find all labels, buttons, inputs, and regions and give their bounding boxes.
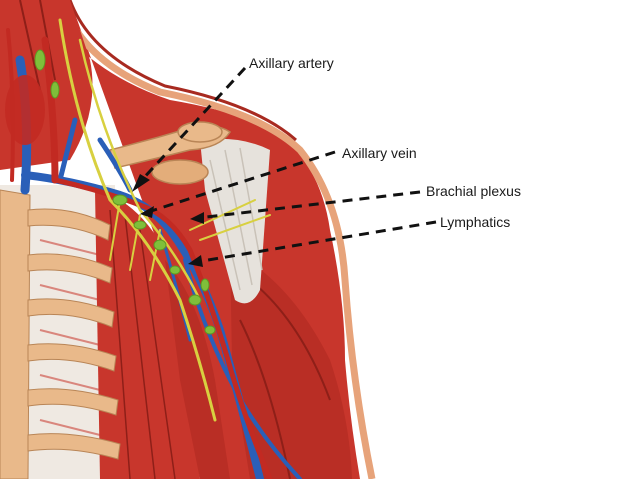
biceps-muscle — [230, 250, 352, 479]
leader-brachial-plexus — [197, 190, 421, 220]
arrowhead-axillary-vein — [140, 206, 154, 218]
arrowhead-axillary-artery — [132, 174, 150, 192]
ribs — [27, 208, 121, 460]
label-lymphatics: Lymphatics — [440, 214, 511, 230]
pectoral-muscle — [95, 190, 200, 479]
label-brachial-plexus: Brachial plexus — [426, 183, 521, 199]
label-axillary-artery: Axillary artery — [249, 55, 334, 71]
leader-lymphatics — [195, 220, 437, 264]
vessel-mass — [5, 75, 45, 145]
label-axillary-vein: Axillary vein — [342, 145, 417, 161]
serratus-muscle — [165, 260, 230, 479]
sternum-bone — [0, 189, 31, 480]
arrowhead-lymphatics — [188, 255, 203, 267]
lymph-network — [34, 49, 216, 335]
leader-lines — [138, 66, 437, 264]
arrowhead-brachial-plexus — [190, 212, 204, 224]
deltoid-outline — [58, 0, 376, 480]
leader-axillary-artery — [138, 66, 247, 184]
